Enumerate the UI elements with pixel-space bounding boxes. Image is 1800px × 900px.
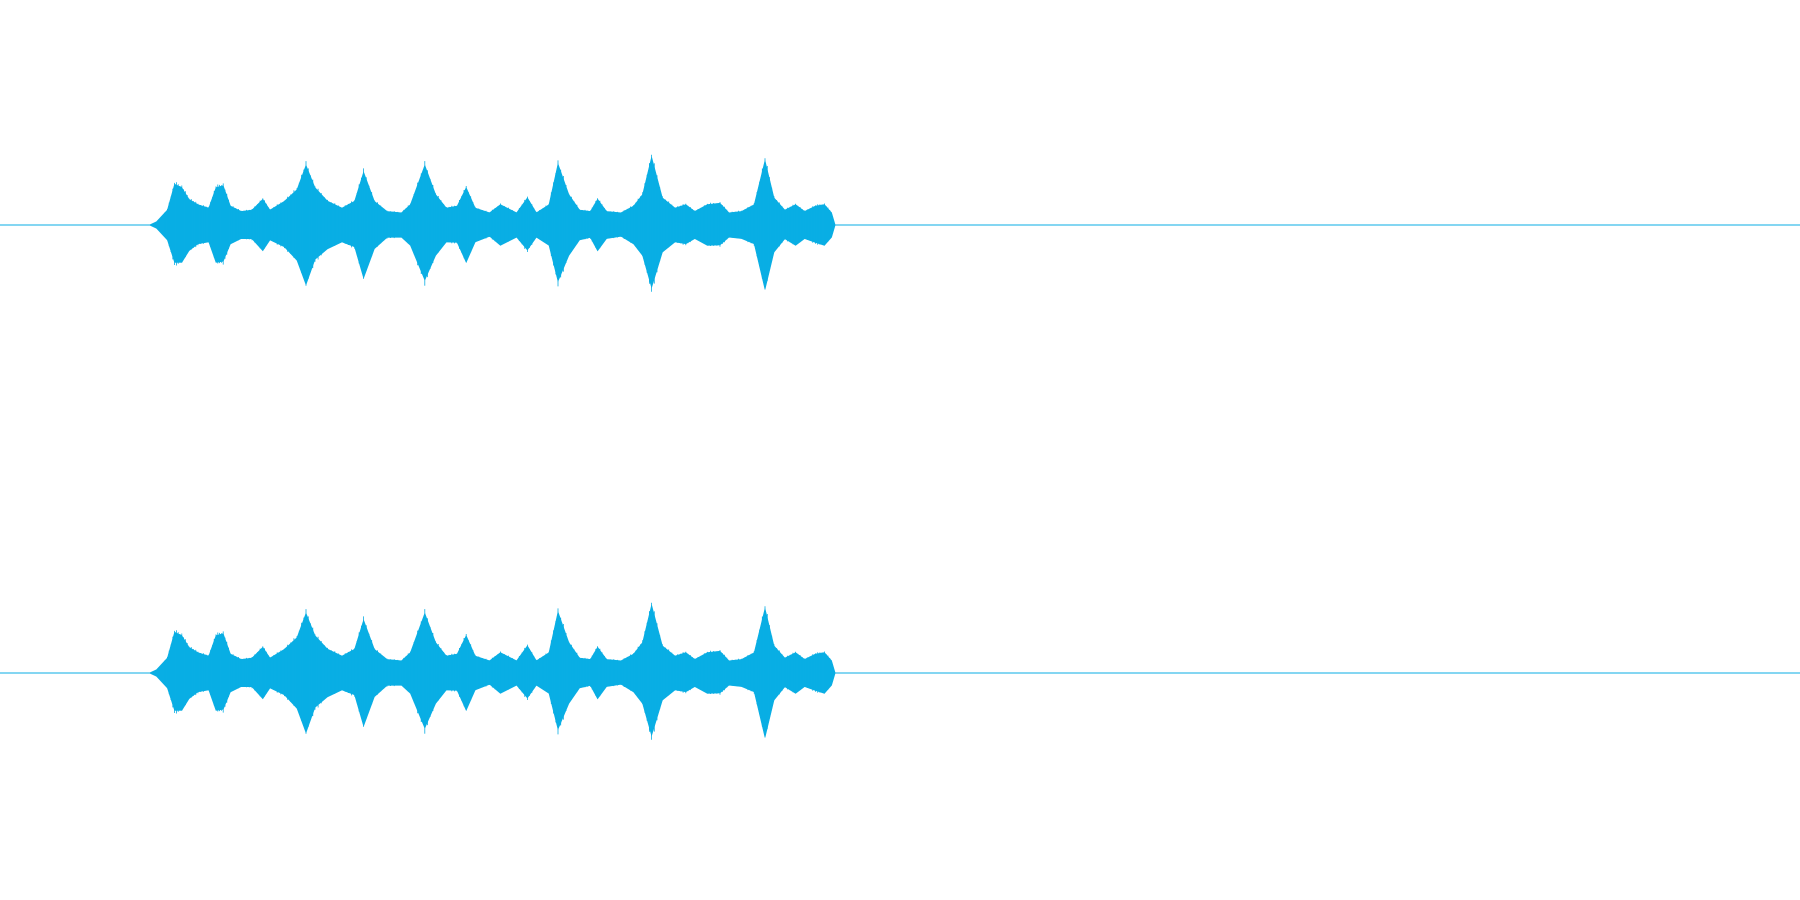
channel-1-waveform	[0, 154, 1800, 292]
channel-2-waveform	[0, 602, 1800, 740]
